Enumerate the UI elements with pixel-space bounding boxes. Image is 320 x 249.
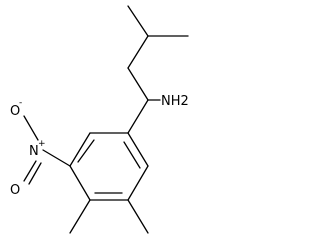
molecule-structure: NH2 N + O - O <box>10 5 189 234</box>
bond-nitro-o-top <box>23 115 39 141</box>
bond-ring-nitro <box>42 149 71 167</box>
nitro-nitrogen-label: N <box>29 144 39 159</box>
nitro-oxygen-top-label: O <box>10 104 20 119</box>
bond-ring-methyl-left <box>69 199 91 234</box>
ring-bond-2 <box>127 165 149 201</box>
bond-ring-methyl-right <box>127 199 149 234</box>
nitro-oxygen-top-charge: - <box>19 98 22 108</box>
nitro-oxygen-bottom-label: O <box>10 183 20 198</box>
bond-nitro-o-bottom-double <box>28 162 42 185</box>
bond-ch2-c-alpha <box>127 67 149 101</box>
bond-nitro-o-bottom <box>23 160 37 182</box>
bond-c-methyl-left <box>127 5 149 37</box>
bond-ch-ch2 <box>127 35 149 69</box>
ring-bond-1-inner <box>123 141 141 169</box>
ring-bond-5 <box>69 132 91 167</box>
structure-canvas: NH2 N + O - O <box>10 5 189 234</box>
amine-label: NH2 <box>161 94 189 109</box>
ring-bond-4 <box>69 165 91 201</box>
ring-bond-1 <box>127 132 149 167</box>
nitro-nitrogen-charge: + <box>38 139 46 149</box>
ring-bond-5-inner <box>77 139 95 163</box>
bond-c-alpha-ring <box>127 99 149 134</box>
